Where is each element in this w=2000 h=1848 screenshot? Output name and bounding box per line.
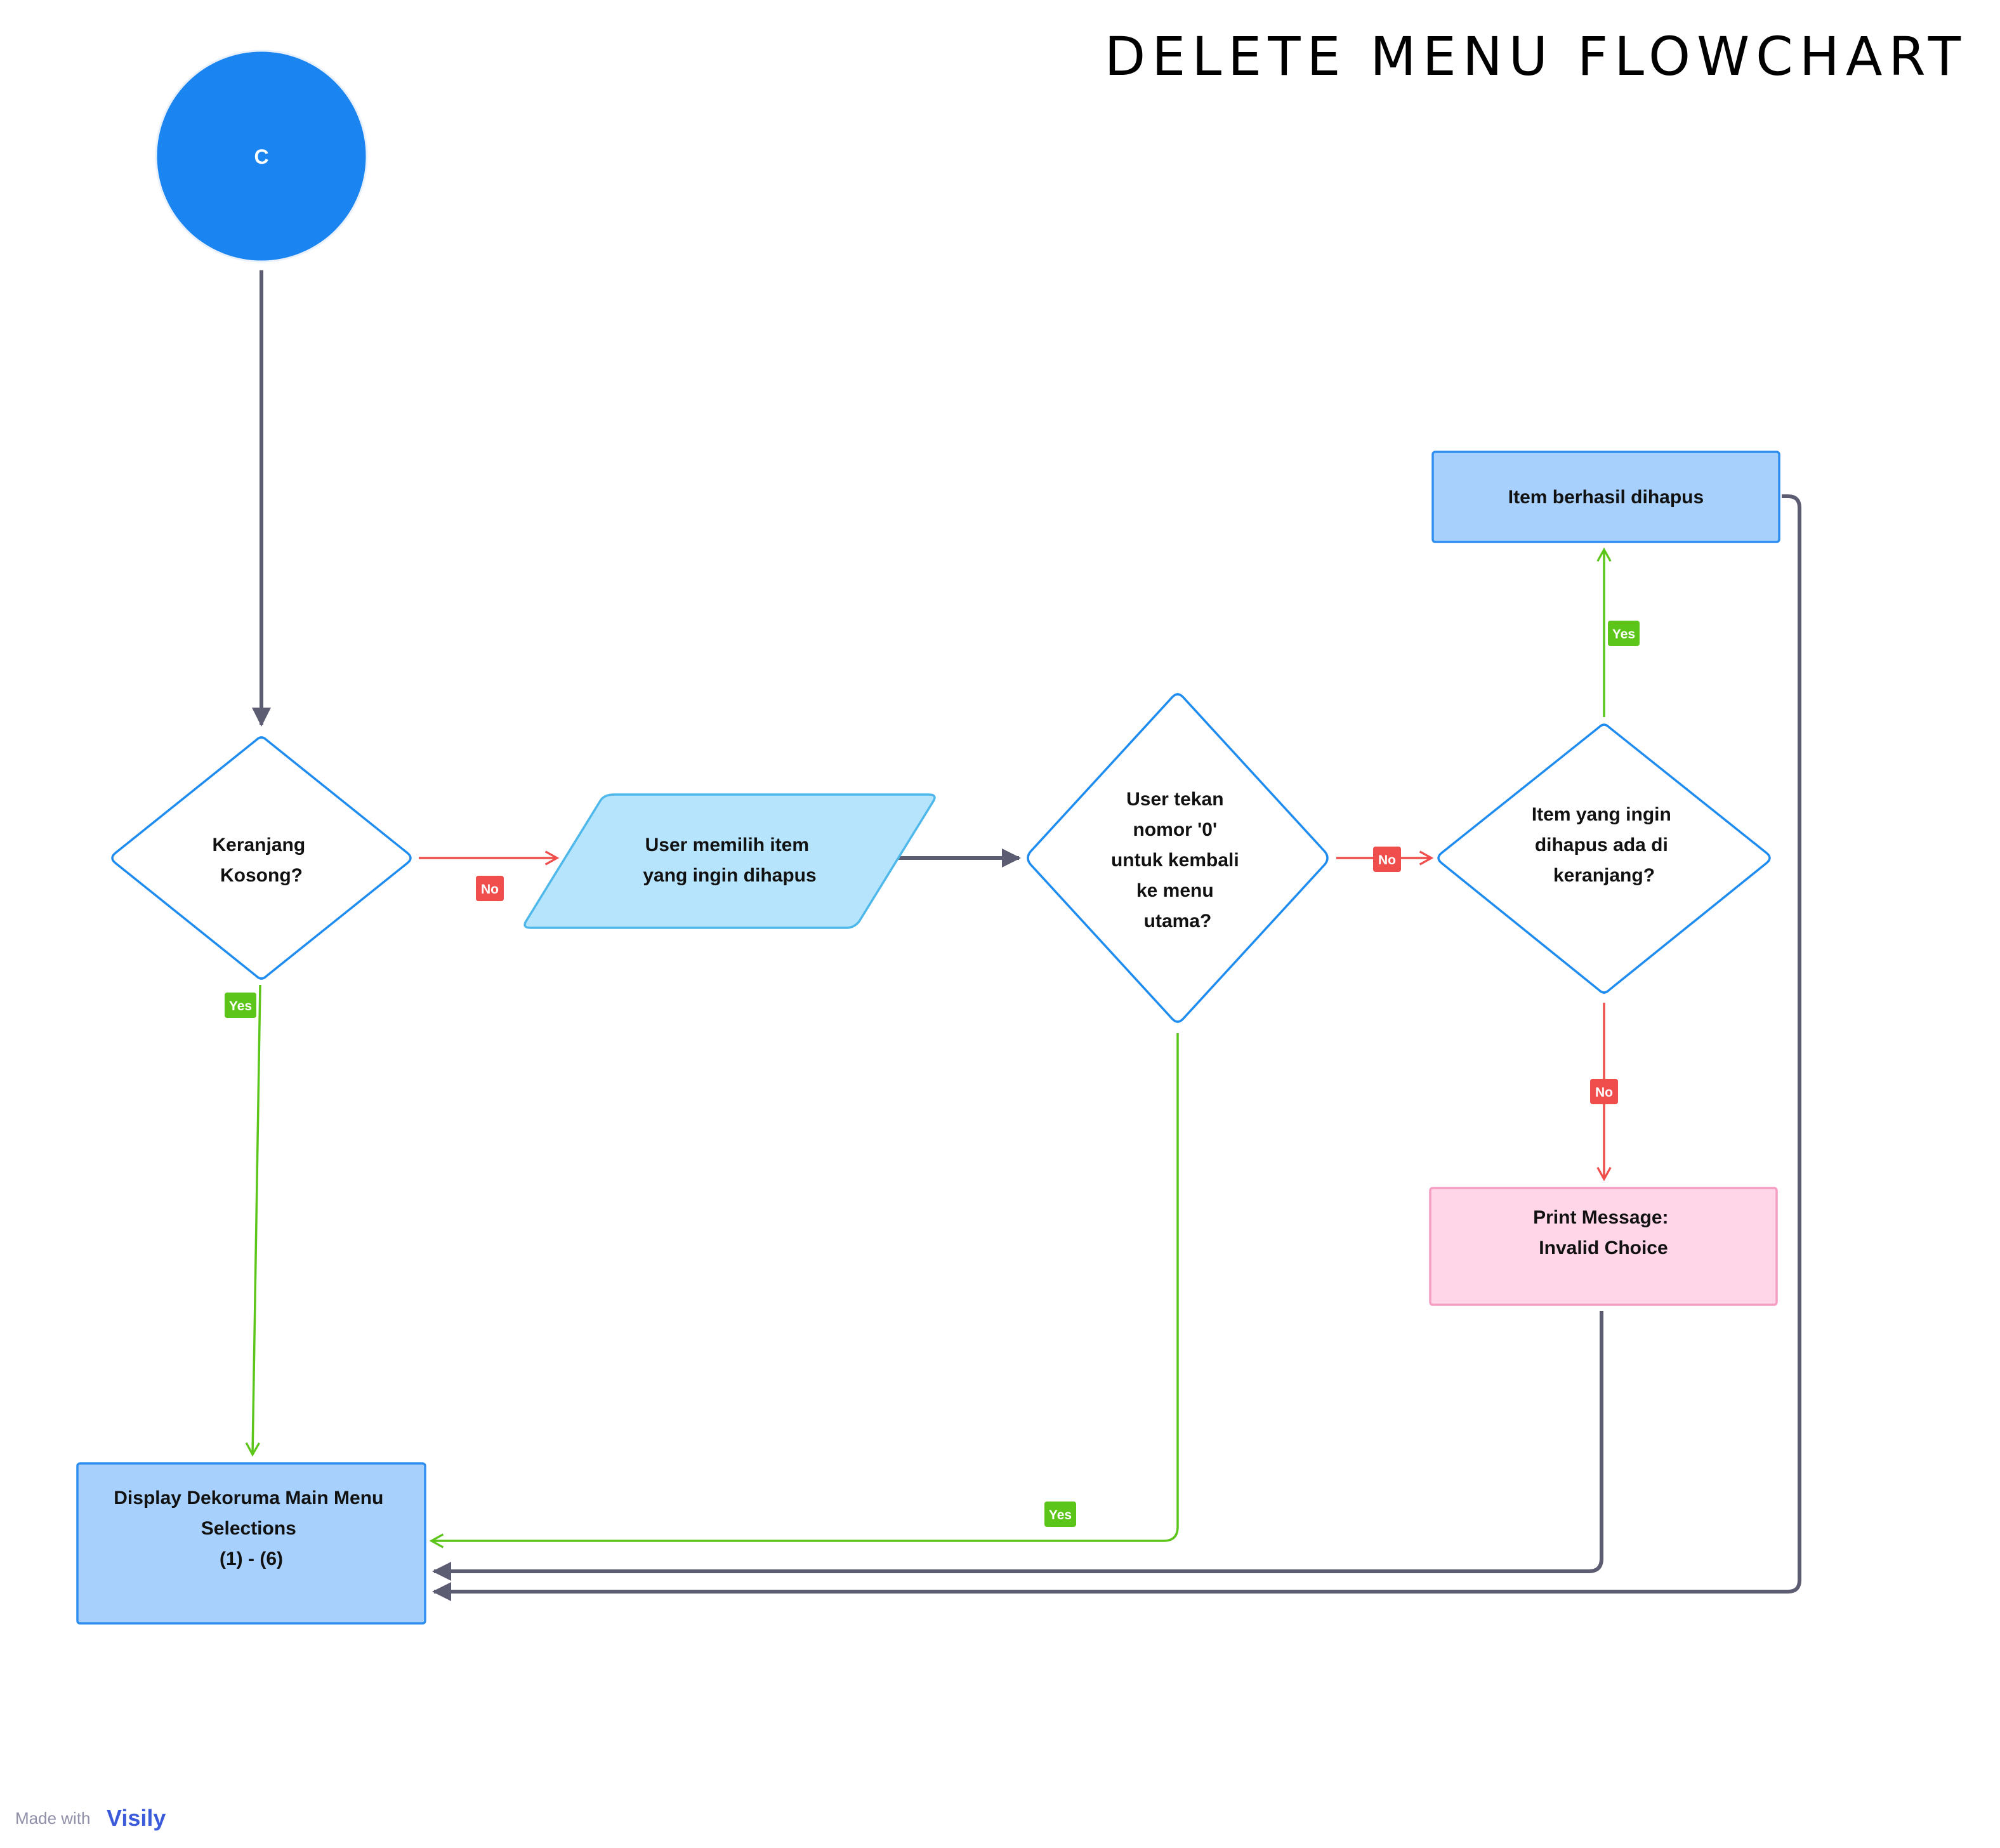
start-node: C [155, 50, 368, 263]
display-menu-line: (1) - (6) [220, 1548, 283, 1569]
badge-kosong-yes-label: Yes [229, 999, 252, 1013]
badge-kosong-no-label: No [481, 882, 499, 897]
decision-tekan-line: ke menu [1136, 880, 1214, 901]
badge-tekan-yes: Yes [1044, 1502, 1076, 1527]
process-berhasil-line: Item berhasil dihapus [1508, 487, 1704, 508]
footer-made-with: Made with [15, 1809, 91, 1828]
svg-text:Display Dekoruma Main Menu: Display Dekoruma Main Menu Selections (1… [114, 1488, 388, 1569]
edge-print-to-display [432, 1311, 1603, 1581]
display-menu-line: Display Dekoruma Main Menu [114, 1488, 383, 1508]
badge-ada-no-label: No [1595, 1085, 1613, 1100]
svg-text:User memilih item yang i: User memilih item yang ingin dihapus [643, 835, 816, 886]
decision-kosong-line: Keranjang [212, 835, 305, 855]
input-user-memilih: User memilih item yang ingin dihapus [523, 793, 936, 929]
edge-tekan-yes [429, 1033, 1179, 1548]
print-message-line: Invalid Choice [1539, 1238, 1668, 1258]
decision-ada-line: Item yang ingin [1532, 804, 1671, 825]
process-item-berhasil: Item berhasil dihapus [1431, 451, 1780, 543]
input-memilih-line: yang ingin dihapus [643, 865, 816, 886]
badge-kosong-no: No [476, 876, 504, 901]
decision-tekan-line: User tekan [1126, 789, 1223, 810]
decision-item-ada: Item yang ingin dihapus ada di keranjang… [1437, 723, 1771, 994]
print-message-line: Print Message: [1533, 1207, 1668, 1228]
edge-berhasil-to-display [432, 494, 1801, 1601]
svg-text:Keranjang Kosong?: Keranjang Kosong? [212, 835, 310, 886]
badge-ada-yes-label: Yes [1612, 627, 1635, 642]
display-menu-line: Selections [201, 1518, 296, 1539]
svg-text:Item yang ingin dihapus: Item yang ingin dihapus ada di keranjang… [1532, 804, 1676, 886]
input-memilih-line: User memilih item [645, 835, 809, 855]
svg-text:User tekan nomor '0': User tekan nomor '0' untuk kembali ke me… [1111, 789, 1244, 932]
footer-brand-logo: Visily [107, 1805, 166, 1831]
edge-kosong-yes [245, 984, 261, 1457]
badge-kosong-yes: Yes [225, 993, 256, 1018]
footer-watermark: Made with Visily [15, 1805, 166, 1831]
decision-kosong-line: Kosong? [220, 865, 303, 886]
decision-ada-line: dihapus ada di [1535, 835, 1668, 855]
process-print-message: Print Message: Invalid Choice [1429, 1187, 1778, 1306]
decision-ada-line: keranjang? [1553, 865, 1655, 886]
badge-tekan-no-label: No [1378, 853, 1396, 868]
decision-keranjang-kosong: Keranjang Kosong? [111, 736, 412, 980]
decision-tekan-line: untuk kembali [1111, 850, 1239, 871]
decision-tekan-line: utama? [1144, 911, 1212, 932]
svg-text:Print Message: Invalid C: Print Message: Invalid Choice [1533, 1207, 1674, 1258]
badge-tekan-no: No [1373, 847, 1401, 872]
page-title: DELETE MENU FLOWCHART [1105, 25, 1967, 88]
decision-tekan-line: nomor '0' [1133, 819, 1218, 840]
process-display-menu: Display Dekoruma Main Menu Selections (1… [76, 1462, 426, 1625]
badge-tekan-yes-label: Yes [1049, 1508, 1072, 1522]
start-node-label: C [254, 145, 268, 168]
badge-ada-yes: Yes [1608, 621, 1640, 646]
decision-user-tekan: User tekan nomor '0' untuk kembali ke me… [1027, 693, 1329, 1023]
badge-ada-no: No [1590, 1079, 1618, 1104]
